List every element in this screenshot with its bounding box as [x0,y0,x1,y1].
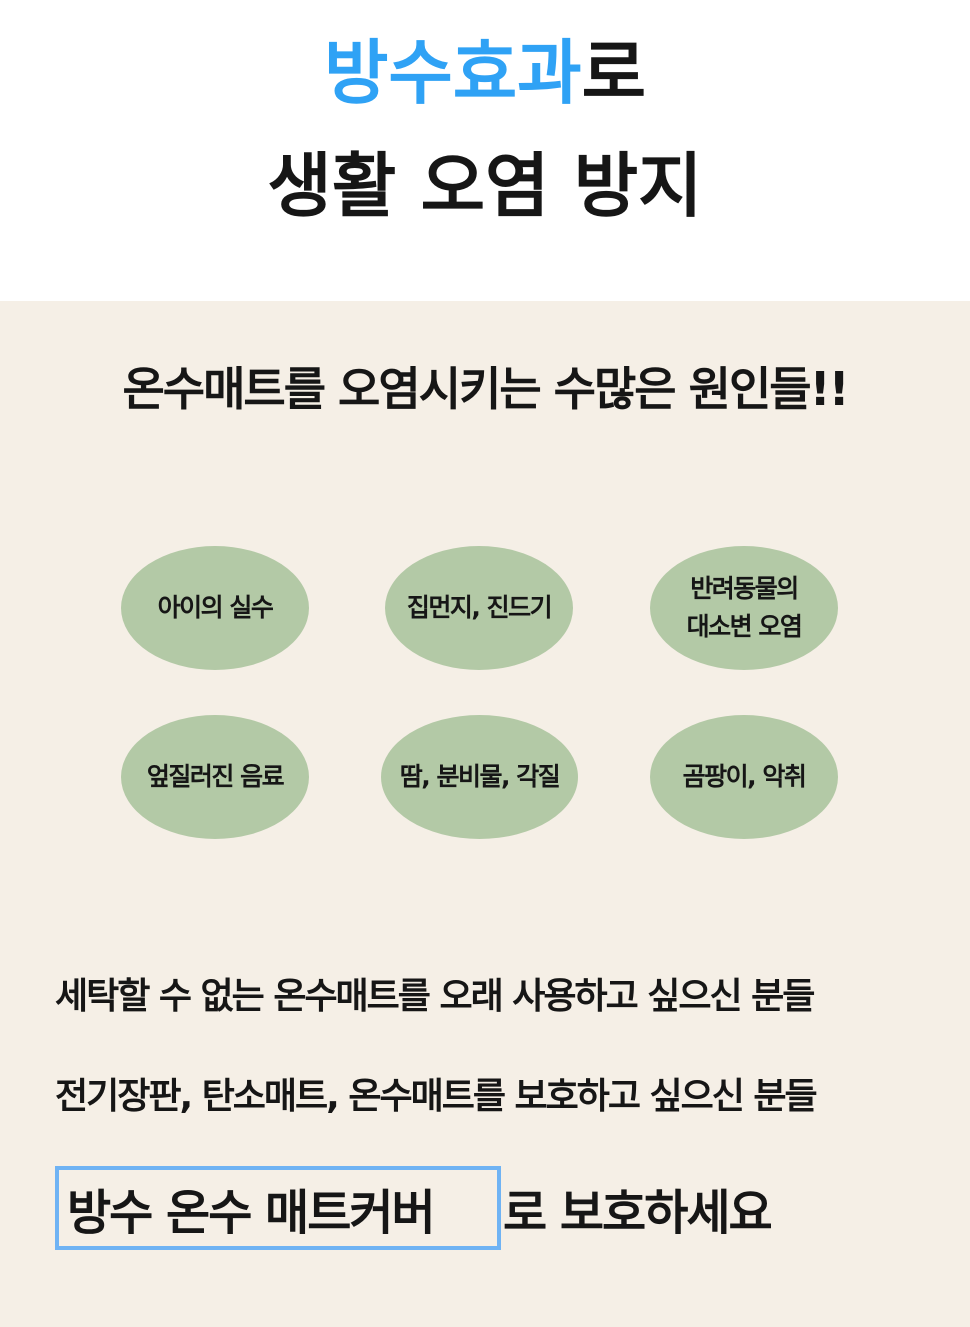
cause-label: 엎질러진 음료 [146,762,285,791]
target-audience-line-1: 세탁할 수 없는 온수매트를 오래 사용하고 싶으신 분들 [55,976,815,1017]
contamination-section: 온수매트를 오염시키는 수많은 원인들!! 아이의 실수 집먼지, 진드기 반려… [0,301,970,1327]
headline-accent-text: 방수효과 [323,32,582,114]
header-section: 방수효과로 생활 오염 방지 [0,0,970,301]
product-name-text: 방수 온수 매트커버 [67,1185,436,1241]
cause-bubble-spilled-drink: 엎질러진 음료 [121,715,309,839]
section-subtitle: 온수매트를 오염시키는 수많은 원인들!! [122,362,849,416]
cause-label: 땀, 분비물, 각질 [399,762,561,791]
cause-bubble-pet-waste: 반려동물의 대소변 오염 [650,546,838,670]
cause-bubble-house-dust: 집먼지, 진드기 [385,546,573,670]
cause-bubble-mold-odor: 곰팡이, 악취 [650,715,838,839]
cause-label: 반려동물의 대소변 오염 [686,574,803,641]
call-to-action: 방수 온수 매트커버 로 보호하세요 [55,1166,773,1250]
headline-rest-text: 로 [581,32,646,114]
headline-line-1: 방수효과로 [0,33,970,113]
cause-bubble-child-mistake: 아이의 실수 [121,546,309,670]
cause-label: 집먼지, 진드기 [406,593,553,622]
headline-line-2: 생활 오염 방지 [267,145,703,227]
cause-label: 아이의 실수 [157,593,274,622]
cta-rest-text: 로 보호하세요 [503,1185,773,1241]
target-audience-line-2: 전기장판, 탄소매트, 온수매트를 보호하고 싶으신 분들 [55,1076,818,1117]
cause-bubble-sweat-secretions: 땀, 분비물, 각질 [381,715,578,839]
cause-label: 곰팡이, 악취 [682,762,807,791]
highlighted-product-name: 방수 온수 매트커버 [55,1166,501,1250]
